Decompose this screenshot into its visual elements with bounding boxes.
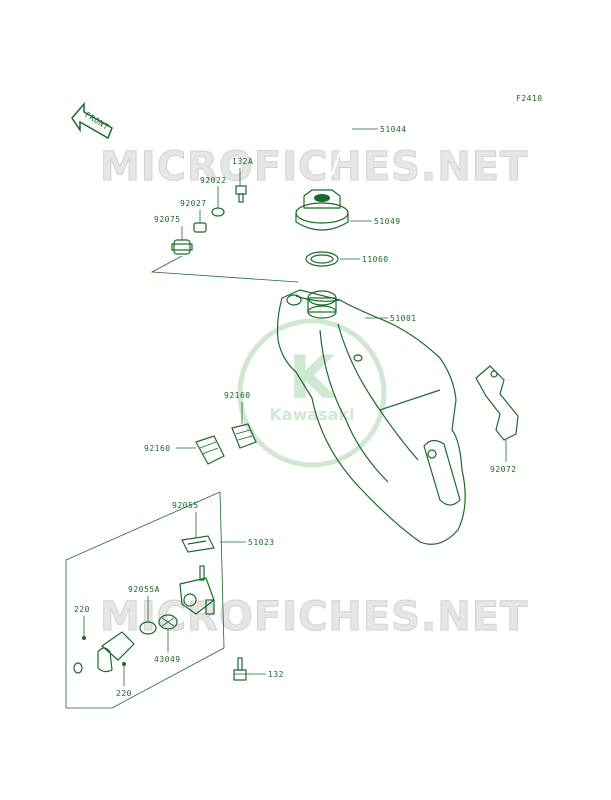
part-92072-strap	[475, 365, 519, 441]
label-92160-a: 92160	[224, 391, 251, 400]
part-51001-fuel-tank	[276, 289, 466, 545]
part-fuel-tap	[179, 565, 215, 615]
label-92075: 92075	[154, 215, 181, 224]
part-132-bolt	[233, 657, 247, 681]
leader-92075-tank	[150, 255, 299, 283]
logo-text: Kawasaki	[269, 405, 354, 424]
part-11060-gasket	[305, 251, 339, 267]
part-132a-bolt	[235, 185, 247, 203]
label-51001: 51001	[390, 314, 417, 323]
label-92072: 92072	[490, 465, 517, 474]
part-fuel-tap-bracket	[97, 631, 135, 673]
label-92055a: 92055A	[128, 585, 160, 594]
part-51049-fuel-cap	[295, 189, 349, 231]
label-11060: 11060	[362, 255, 389, 264]
label-132a: 132A	[232, 157, 253, 166]
part-220-screw-a	[82, 636, 86, 640]
label-132: 132	[268, 670, 284, 679]
front-arrow: FRONT	[71, 101, 113, 140]
label-220-b: 220	[116, 689, 132, 698]
figure-code: F2410	[516, 94, 543, 103]
label-43049: 43049	[154, 655, 181, 664]
label-220-a: 220	[74, 605, 90, 614]
part-92160-damper-b	[195, 435, 225, 465]
part-92075-grommet	[171, 239, 193, 255]
part-92027	[193, 222, 207, 233]
part-43049-filter	[158, 614, 178, 630]
kawasaki-logo: K Kawasaki	[237, 318, 387, 468]
part-92055-gasket	[181, 535, 215, 553]
part-92160-damper-a	[231, 423, 257, 449]
label-51044: 51044	[380, 125, 407, 134]
label-51023: 51023	[248, 538, 275, 547]
label-92055: 92055	[172, 501, 199, 510]
label-92160-b: 92160	[144, 444, 171, 453]
watermark-top: MICROFICHES.NET	[100, 144, 528, 190]
label-92022: 92022	[200, 176, 227, 185]
part-92022-washer	[211, 207, 225, 217]
part-51044-hose	[289, 117, 352, 176]
part-small-oring	[73, 662, 83, 674]
part-220-screw-b	[122, 662, 126, 666]
label-51049: 51049	[374, 217, 401, 226]
subassembly-outline	[65, 491, 225, 709]
label-92027: 92027	[180, 199, 207, 208]
watermark-bottom: MICROFICHES.NET	[100, 594, 528, 640]
